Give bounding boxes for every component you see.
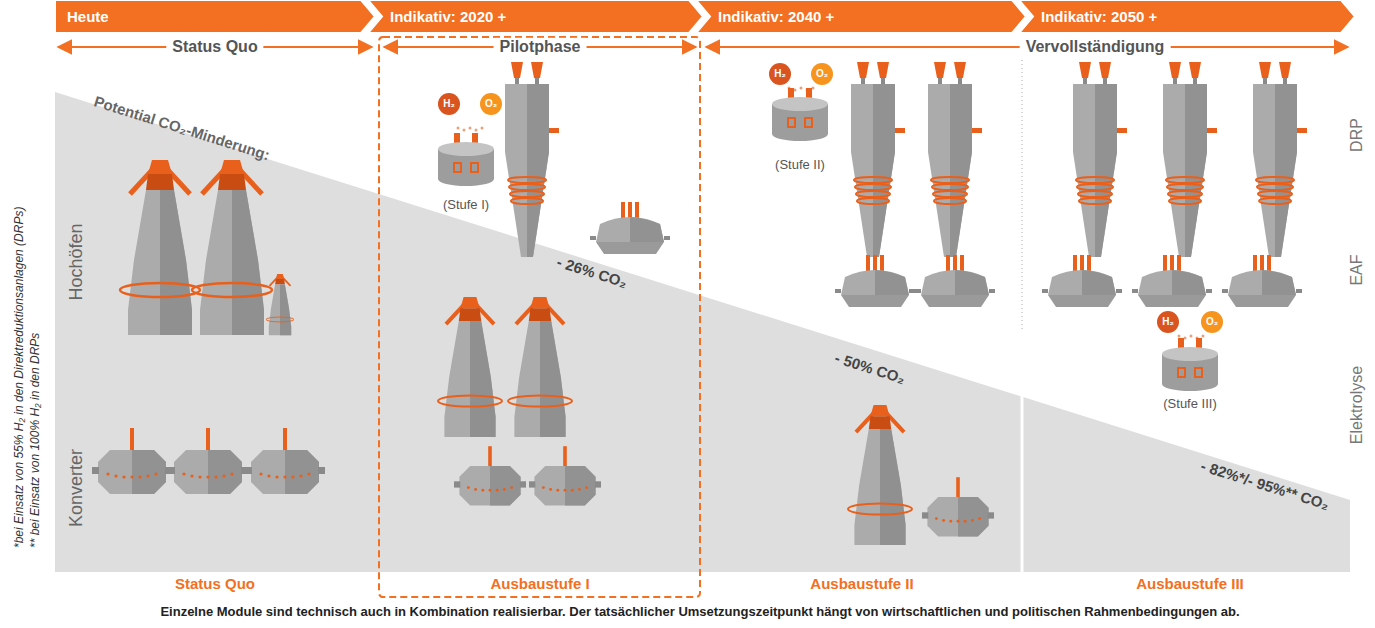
reduction-label: - 82%*/- 95%** CO₂ bbox=[1199, 457, 1331, 513]
gas-label: H₂ bbox=[1162, 317, 1174, 327]
footnote: ** bei Einsatz von 100% H₂ in den DRPs bbox=[29, 333, 43, 548]
phase-label: Status Quo bbox=[166, 38, 263, 56]
gas-bubble: H₂ bbox=[438, 93, 460, 115]
gas-bubble: H₂ bbox=[1157, 311, 1179, 333]
row-label: DRP bbox=[1348, 118, 1366, 152]
reduction-label: - 50% CO₂ bbox=[833, 349, 907, 387]
stage-title: Ausbaustufe III bbox=[1136, 575, 1244, 592]
row-label: Konverter bbox=[66, 449, 87, 527]
stage-title: Ausbaustufe II bbox=[810, 575, 913, 592]
row-label: EAF bbox=[1348, 254, 1366, 285]
gas-label: H₂ bbox=[774, 69, 786, 79]
gas-label: H₂ bbox=[443, 99, 455, 109]
phase-label: Pilotphase bbox=[494, 38, 587, 56]
phase-chevron: Heute bbox=[55, 0, 375, 33]
gas-bubble: O₂ bbox=[1201, 311, 1223, 333]
row-label: Elektrolyse bbox=[1348, 366, 1366, 444]
gas-bubble: O₂ bbox=[811, 63, 833, 85]
stage-title: Ausbaustufe I bbox=[490, 575, 589, 592]
caption: Einzelne Module sind technisch auch in K… bbox=[160, 605, 1239, 620]
date-label: Indikativ: 2050 + bbox=[1041, 8, 1157, 25]
gas-bubble: O₂ bbox=[480, 93, 502, 115]
gas-label: O₂ bbox=[485, 99, 497, 109]
phase-chevron: Indikativ: 2020 + bbox=[368, 0, 703, 33]
phase-label: Vervollständigung bbox=[1020, 38, 1171, 56]
gas-bubble: H₂ bbox=[769, 63, 791, 85]
phase-chevron: Indikativ: 2050 + bbox=[1019, 0, 1355, 33]
stage-label: (Stufe II) bbox=[775, 158, 825, 173]
reduction-label: - 26% CO₂ bbox=[555, 253, 629, 291]
stage-label: (Stufe III) bbox=[1163, 397, 1216, 412]
axis-label: Potential CO₂-Minderung: bbox=[92, 92, 272, 163]
footnote: *bei Einsatz von 55% H₂ in den Direktred… bbox=[13, 207, 27, 548]
stage-title: Status Quo bbox=[175, 575, 255, 592]
date-label: Indikativ: 2040 + bbox=[718, 8, 834, 25]
gas-label: O₂ bbox=[816, 69, 828, 79]
date-label: Indikativ: 2020 + bbox=[390, 8, 506, 25]
phase-chevron: Indikativ: 2040 + bbox=[696, 0, 1026, 33]
row-label: Hochöfen bbox=[66, 223, 87, 300]
stage-label: (Stufe I) bbox=[443, 198, 489, 213]
date-label: Heute bbox=[67, 8, 109, 25]
gas-label: O₂ bbox=[1206, 317, 1218, 327]
